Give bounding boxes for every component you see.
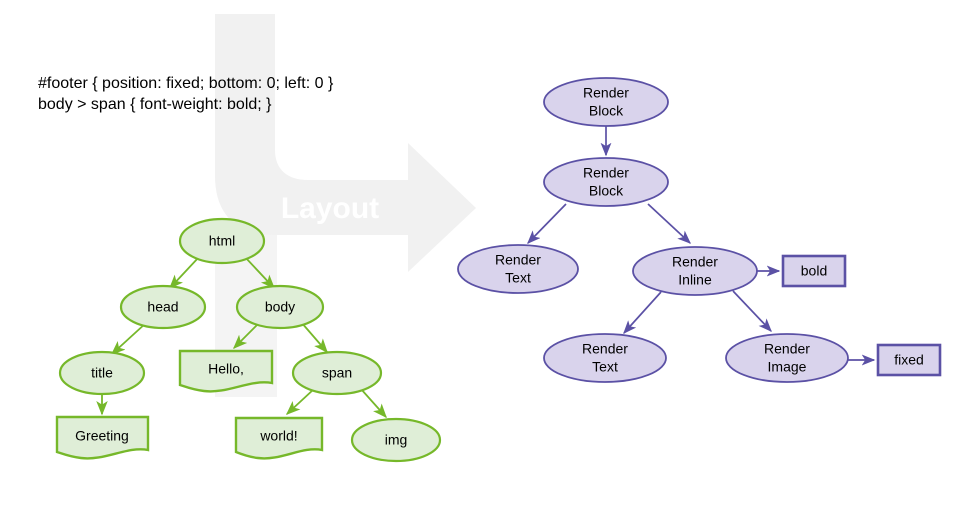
render-node-block-child-shape[interactable]: [543, 157, 669, 207]
dom-node-world-label: world!: [259, 428, 297, 444]
dom-edge-html-body: [244, 256, 275, 290]
render-node-fixed[interactable]: fixed: [876, 343, 942, 377]
render-node-text-left-shape[interactable]: [457, 244, 579, 294]
dom-node-greeting[interactable]: Greeting: [55, 415, 150, 460]
dom-edge-span-img: [360, 388, 387, 419]
dom-edge-body-hello: [232, 322, 260, 350]
dom-node-img-shape[interactable]: [350, 417, 442, 463]
dom-node-hello-label: Hello,: [208, 361, 244, 377]
dom-node-title-shape[interactable]: [58, 350, 146, 396]
dom-node-title[interactable]: title: [58, 350, 146, 396]
render-node-fixed-label: fixed: [894, 352, 924, 368]
render-node-bold-label: bold: [801, 263, 827, 279]
render-node-text-left-label-line1: Render: [495, 252, 541, 268]
render-node-block-child-label-line1: Render: [583, 165, 629, 181]
dom-edge-html-head: [169, 256, 200, 290]
render-node-block-root-shape[interactable]: [543, 77, 669, 127]
dom-edge-body-span: [300, 321, 328, 354]
render-node-image-label-line1: Render: [764, 341, 810, 357]
dom-node-hello[interactable]: Hello,: [178, 349, 274, 393]
dom-node-img[interactable]: img: [350, 417, 442, 463]
dom-node-title-label: title: [91, 365, 113, 381]
render-node-fixed-shape[interactable]: [876, 343, 942, 377]
css-snippet-line-1: #footer { position: fixed; bottom: 0; le…: [38, 75, 334, 92]
render-node-inline-label-line2: Inline: [678, 272, 712, 288]
render-edge-inline-image: [732, 290, 772, 332]
css-snippet-line-2: body > span { font-weight: bold; }: [38, 96, 272, 113]
dom-node-span[interactable]: span: [291, 350, 383, 396]
render-node-inline[interactable]: Render Inline: [632, 246, 758, 296]
render-node-block-child-label-line2: Block: [589, 183, 624, 199]
dom-node-img-label: img: [385, 432, 408, 448]
dom-node-world[interactable]: world!: [234, 416, 324, 460]
render-node-image-shape[interactable]: [725, 333, 849, 383]
dom-tree-edges: [96, 256, 387, 419]
render-node-bold-shape[interactable]: [781, 254, 847, 288]
render-node-block-root-label-line2: Block: [589, 103, 624, 119]
dom-edge-span-world: [285, 388, 315, 415]
dom-node-body-label: body: [265, 299, 295, 315]
dom-node-span-shape[interactable]: [291, 350, 383, 396]
dom-node-body-shape[interactable]: [235, 284, 325, 330]
layout-process-arrow: Layout: [215, 14, 476, 397]
dom-node-html-shape[interactable]: [178, 217, 266, 265]
dom-node-span-label: span: [322, 365, 352, 381]
render-tree: Render Block Render Block Render Text Re…: [457, 77, 942, 383]
dom-node-greeting-shape[interactable]: [55, 415, 150, 460]
dom-node-html[interactable]: html: [178, 217, 266, 265]
render-node-text-bottom[interactable]: Render Text: [543, 333, 667, 383]
render-node-inline-shape[interactable]: [632, 246, 758, 296]
render-node-text-left[interactable]: Render Text: [457, 244, 579, 294]
render-node-text-left-label-line2: Text: [505, 270, 531, 286]
dom-node-hello-shape[interactable]: [178, 349, 274, 393]
dom-node-html-label: html: [209, 233, 235, 249]
dom-node-greeting-label: Greeting: [75, 428, 129, 444]
dom-node-body[interactable]: body: [235, 284, 325, 330]
dom-node-world-shape[interactable]: [234, 416, 324, 460]
dom-node-head-label: head: [147, 299, 178, 315]
layout-arrow-body: [215, 14, 476, 272]
render-node-bold[interactable]: bold: [781, 254, 847, 288]
layout-arrow-label: Layout: [281, 192, 379, 225]
render-node-text-bottom-label-line1: Render: [582, 341, 628, 357]
dom-edge-head-title: [110, 322, 147, 355]
render-edge-block2-text1: [527, 203, 567, 244]
dom-tree: html head body title Hello,: [55, 217, 442, 463]
render-edge-block2-inline: [647, 203, 691, 244]
render-node-text-bottom-shape[interactable]: [543, 333, 667, 383]
render-node-block-root-label-line1: Render: [583, 85, 629, 101]
render-node-image-label-line2: Image: [768, 359, 807, 375]
render-node-text-bottom-label-line2: Text: [592, 359, 618, 375]
css-snippet: #footer { position: fixed; bottom: 0; le…: [38, 75, 334, 113]
render-edge-inline-text2: [623, 291, 662, 335]
dom-node-head-shape[interactable]: [119, 284, 207, 330]
render-tree-edges: [527, 125, 876, 366]
render-node-image[interactable]: Render Image: [725, 333, 849, 383]
render-node-block-child[interactable]: Render Block: [543, 157, 669, 207]
render-node-block-root[interactable]: Render Block: [543, 77, 669, 127]
render-node-inline-label-line1: Render: [672, 254, 718, 270]
dom-node-head[interactable]: head: [119, 284, 207, 330]
